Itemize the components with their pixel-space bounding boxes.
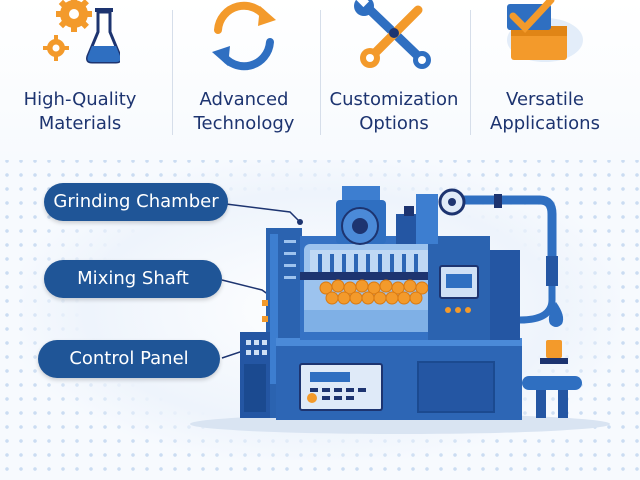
- feature-advanced-technology: Advanced Technology: [164, 0, 324, 150]
- feature-label: Customization Options: [329, 89, 459, 134]
- refresh-cycle-icon: [212, 1, 276, 71]
- feature-versatile-applications: Versatile Applications: [465, 0, 625, 150]
- divider: [172, 10, 173, 135]
- wrench-tools-icon: [354, 0, 431, 69]
- divider: [470, 10, 471, 135]
- checkbox-icon: [507, 0, 583, 62]
- feature-high-quality-materials: High-Quality Materials: [0, 0, 160, 150]
- feature-label: High-Quality Materials: [23, 89, 137, 134]
- callout-mixing-shaft: Mixing Shaft: [44, 260, 222, 298]
- feature-label: Versatile Applications: [490, 89, 600, 134]
- callout-grinding-chamber: Grinding Chamber: [44, 183, 228, 221]
- feature-label: Advanced Technology: [193, 89, 295, 134]
- divider: [320, 10, 321, 135]
- callout-control-panel: Control Panel: [38, 340, 220, 378]
- gears-flask-icon: [43, 0, 120, 64]
- feature-customization-options: Customization Options: [314, 0, 474, 150]
